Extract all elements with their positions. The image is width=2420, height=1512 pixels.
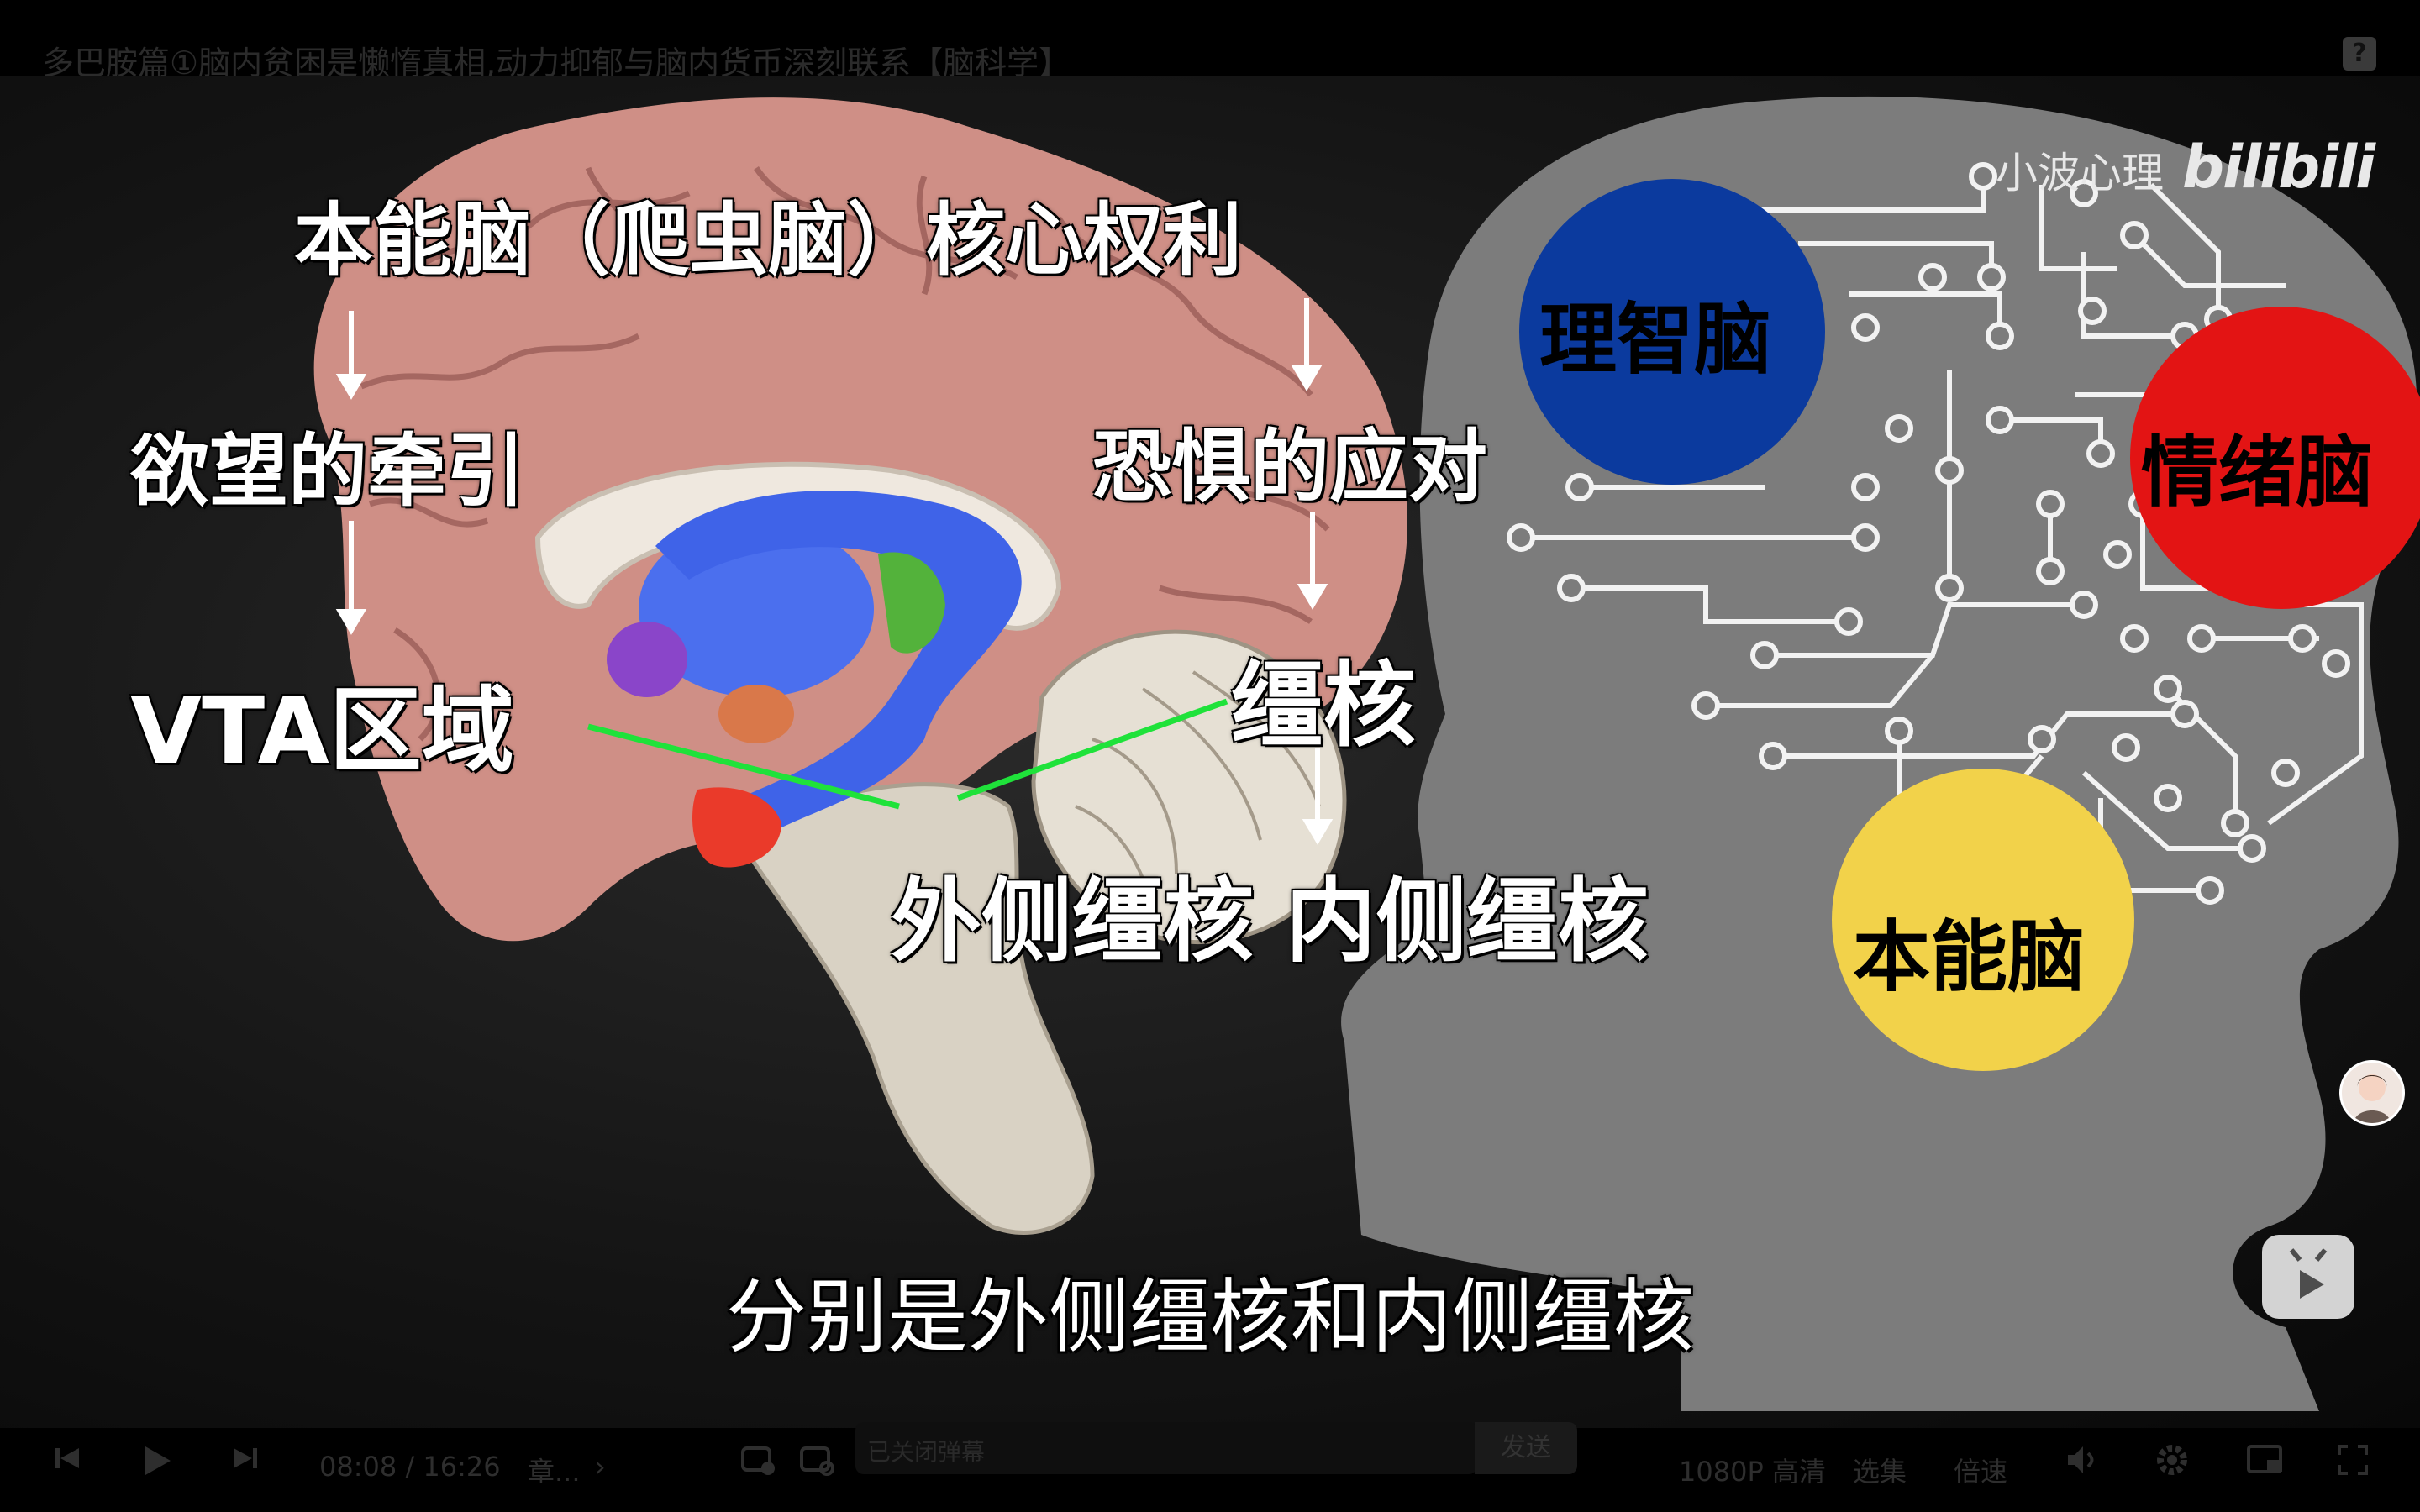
episodes-button[interactable]: 选集 [1853, 1456, 1907, 1488]
title-bar: 多巴胺篇①脑内贫困是懒惰真相,动力抑郁与脑内货币深刻联系【脑科学】 ? [0, 0, 2420, 81]
instinct-brain-circle [1832, 769, 2134, 1071]
quality-select[interactable]: 1080P 高清 [1679, 1456, 1826, 1488]
subtitle: 分别是外侧缰核和内侧缰核 [726, 1270, 1694, 1364]
fullscreen-icon[interactable] [2334, 1441, 2371, 1482]
tv-mode-button[interactable] [2262, 1235, 2354, 1319]
video-title: 多巴胺篇①脑内贫困是懒惰真相,动力抑郁与脑内货币深刻联系【脑科学】 [42, 45, 1071, 81]
uploader-avatar[interactable] [2339, 1060, 2405, 1126]
emotional-brain-label: 情绪脑 [2141, 428, 2374, 517]
label-instinct-core: 本能脑（爬虫脑）核心权利 [294, 195, 1243, 286]
label-vta: VTA区域 [130, 677, 514, 785]
play-icon[interactable] [137, 1441, 176, 1483]
label-lateral-medial: 外侧缰核 内侧缰核 [891, 869, 1649, 974]
danmaku-toggle-icon[interactable] [739, 1441, 776, 1482]
send-button[interactable]: 发送 [1475, 1422, 1577, 1474]
time-display: 08:08 / 16:26 [319, 1451, 501, 1483]
danmaku-placeholder: 已关闭弹幕 [867, 1438, 986, 1466]
label-desire: 欲望的牵引 [130, 426, 526, 517]
vta-pointer [587, 723, 900, 810]
habenula-pointer [956, 698, 1228, 801]
settings-icon[interactable] [2154, 1441, 2191, 1482]
arrows [335, 298, 1334, 845]
channel-name: 小波心理 [1996, 149, 2164, 197]
brain-illustration [313, 97, 1407, 1235]
bilibili-logo: bilibili [2182, 133, 2375, 202]
help-icon[interactable]: ? [2343, 37, 2376, 71]
video-frame[interactable]: 本能脑（爬虫脑）核心权利 欲望的牵引 VTA区域 恐惧的应对 缰核 外侧缰核 内… [0, 76, 2420, 1428]
channel-watermark: 小波心理 bilibili [1996, 133, 2375, 202]
current-time: 08:08 [319, 1451, 397, 1483]
duration: 16:26 [423, 1451, 501, 1483]
emotional-brain-circle [2130, 307, 2420, 609]
speed-button[interactable]: 倍速 [1954, 1456, 2008, 1488]
chapter-button[interactable]: 章... [528, 1456, 581, 1488]
time-separator: / [405, 1451, 415, 1483]
next-icon[interactable] [229, 1441, 262, 1478]
tv-icon [2289, 1248, 2328, 1299]
danmaku-settings-icon[interactable] [798, 1441, 835, 1482]
prev-icon[interactable] [50, 1441, 84, 1478]
rational-brain-label: 理智脑 [1539, 295, 1772, 385]
label-habenula: 缰核 [1231, 652, 1416, 759]
video-illustration [313, 96, 2420, 1411]
instinct-brain-label: 本能脑 [1853, 912, 2086, 1002]
pip-icon[interactable] [2245, 1441, 2286, 1482]
label-fear: 恐惧的应对 [1092, 422, 1488, 513]
chevron-right-icon[interactable]: › [595, 1451, 606, 1483]
rational-brain-circle [1519, 179, 1825, 485]
volume-icon[interactable] [2063, 1441, 2100, 1482]
danmaku-input[interactable]: 已关闭弹幕 [855, 1422, 1477, 1474]
